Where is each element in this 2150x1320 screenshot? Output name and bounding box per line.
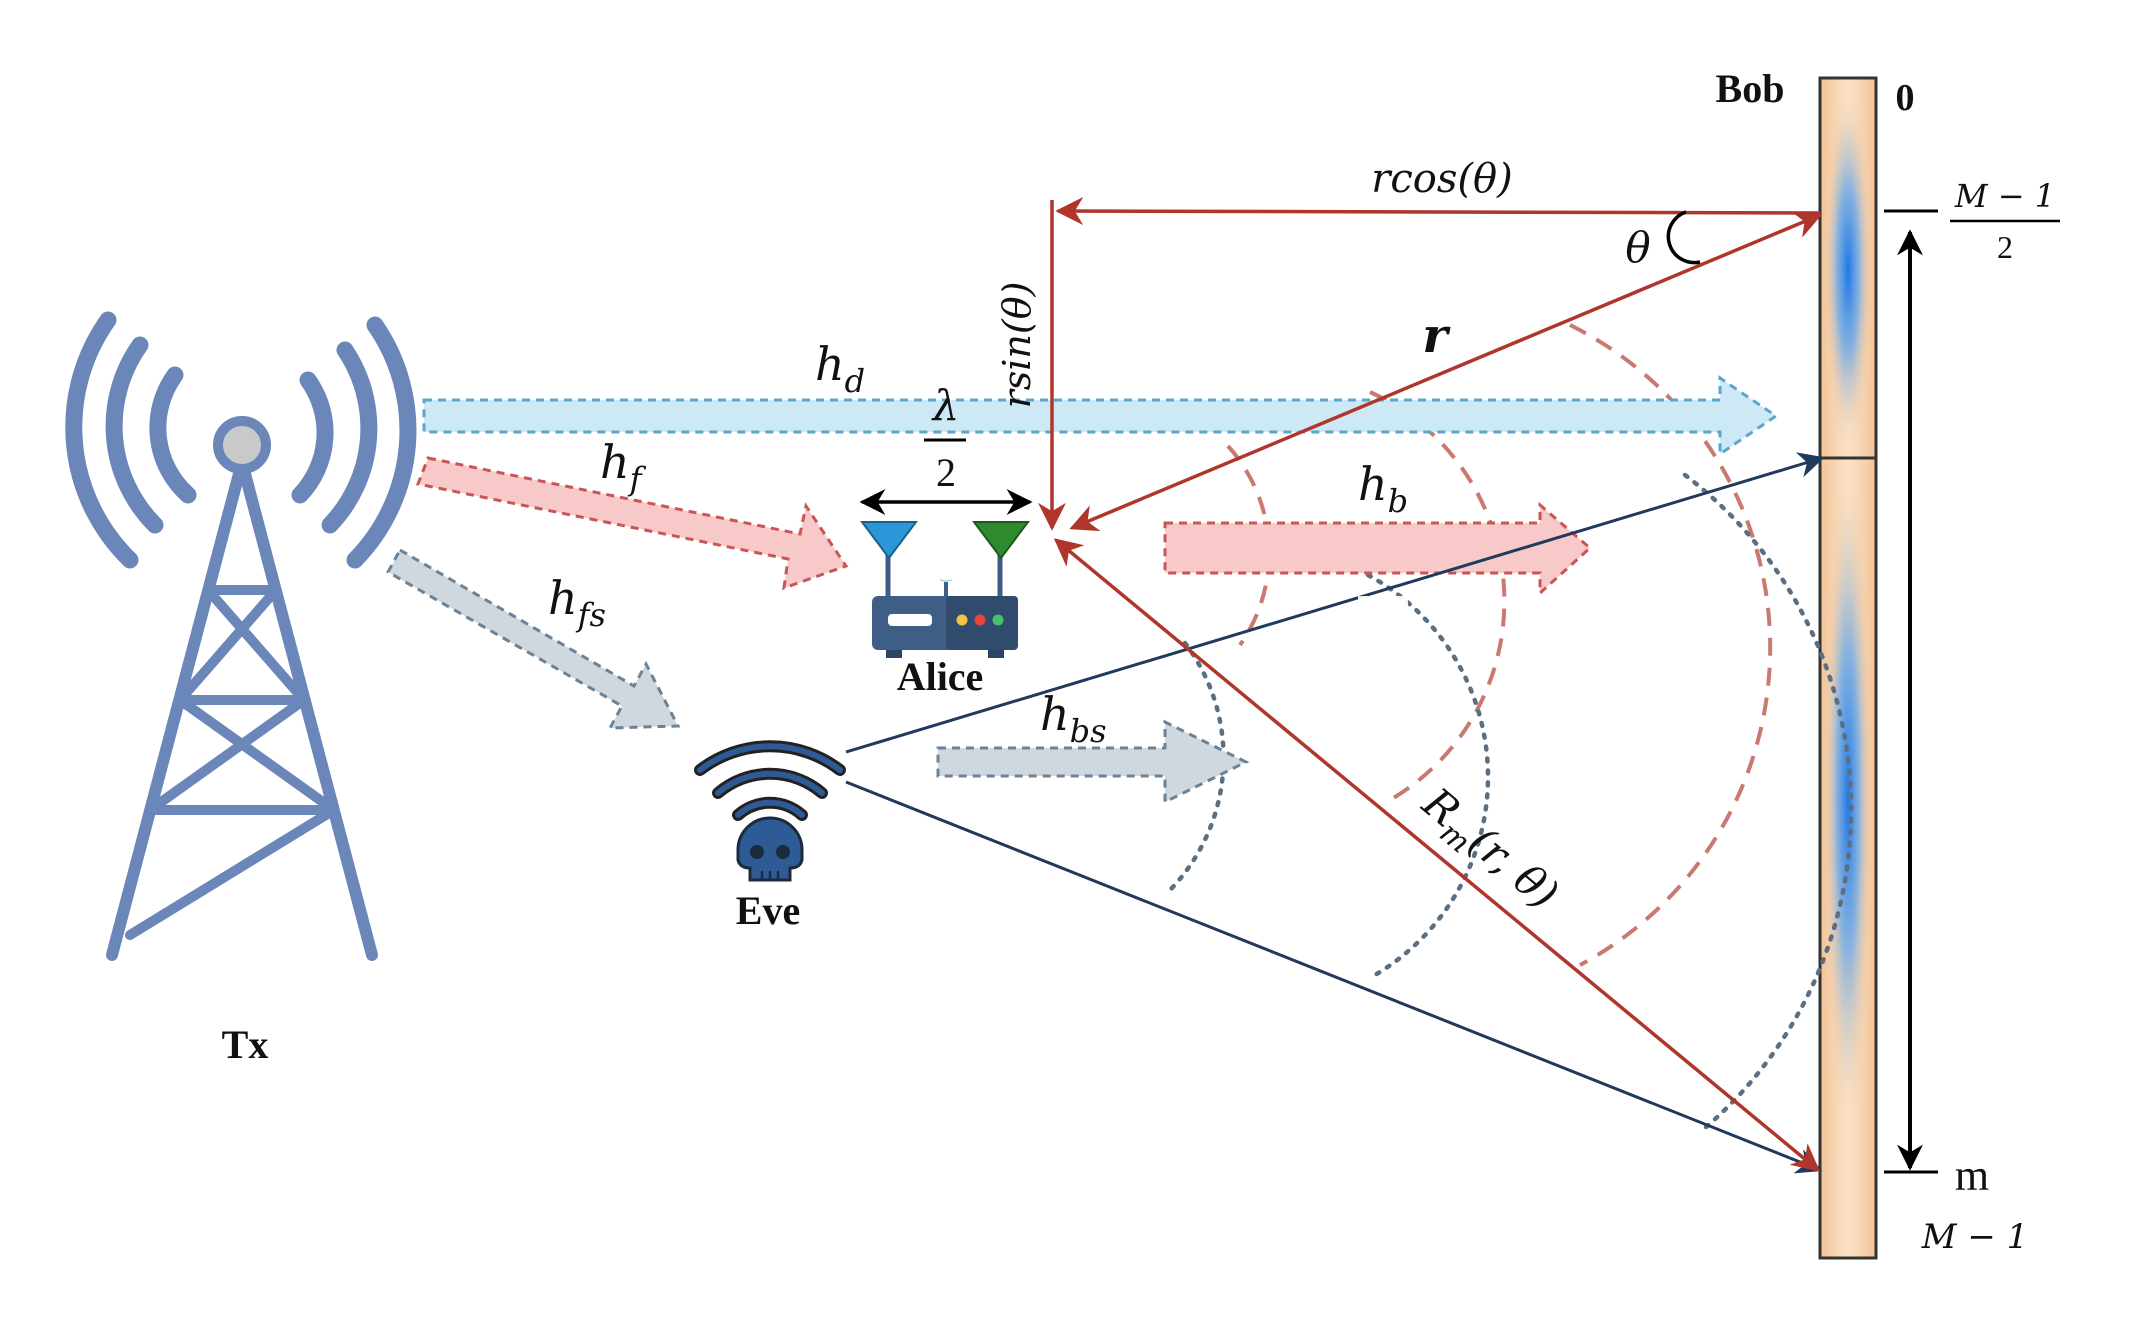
channel-hfs-arrow — [385, 547, 681, 730]
label-hf: hf — [600, 435, 647, 498]
label-r: r — [1422, 308, 1451, 364]
label-theta: θ — [1625, 223, 1650, 272]
rm-arrow — [1053, 538, 1821, 1172]
r-arrow — [1069, 211, 1823, 532]
tx-label: Tx — [222, 1022, 269, 1067]
array-center-numerator: M − 1 — [1954, 177, 2055, 215]
lambda-denominator: 2 — [936, 450, 956, 495]
label-rsin: rsin(θ) — [995, 282, 1039, 409]
label-hb: hb — [1358, 457, 1408, 520]
array-index-zero: 0 — [1896, 77, 1915, 119]
cell-tower-icon — [65, 311, 417, 961]
eve-beam-lower — [845, 780, 1823, 1174]
label-hfs: hfs — [548, 571, 606, 634]
alice-label: Alice — [897, 654, 984, 699]
wifi-router-icon: ‿ — [860, 521, 1030, 658]
label-rcos: rcos(θ) — [1371, 156, 1512, 202]
eve-label: Eve — [736, 888, 800, 933]
occluder-patch — [1358, 596, 1408, 686]
array-index-m: m — [1955, 1151, 1989, 1200]
array-center-denominator: 2 — [1997, 229, 2013, 265]
rcos-arrow — [1055, 197, 1821, 226]
bob-label: Bob — [1716, 66, 1785, 111]
lambda-numerator: λ — [931, 381, 960, 430]
label-hd: hd — [815, 337, 865, 400]
bob-antenna-array — [1818, 76, 1878, 1260]
svg-text:‿: ‿ — [939, 566, 952, 582]
hacker-wifi-skull-icon — [694, 740, 846, 882]
label-hbs: hbs — [1040, 687, 1107, 750]
array-index-last: M − 1 — [1921, 1217, 2029, 1257]
channel-hf-arrow — [415, 456, 849, 591]
theta-arc — [1666, 210, 1701, 265]
